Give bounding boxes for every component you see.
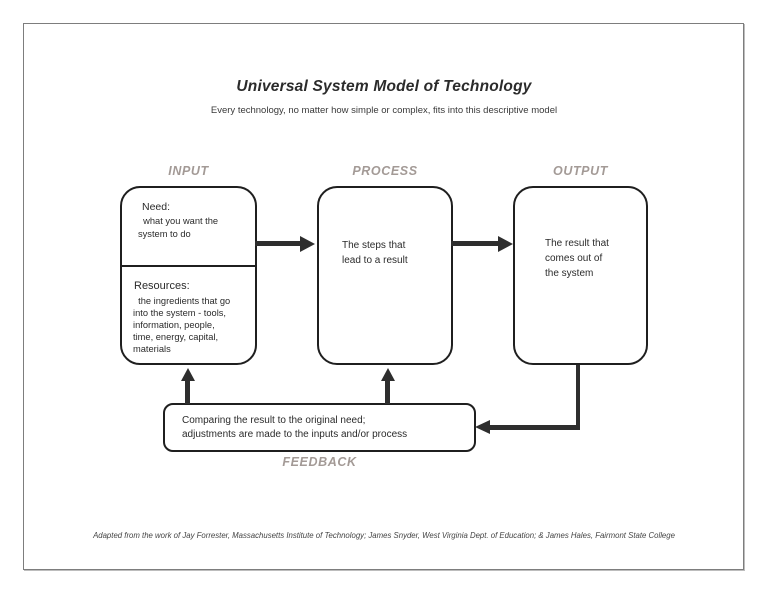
- output-to-feedback-arrowhead-icon: [475, 420, 490, 434]
- diagram-title: Universal System Model of Technology: [236, 78, 532, 95]
- output-box: The result that comes out of the system: [513, 186, 648, 365]
- process-text: The steps that lead to a result: [342, 240, 408, 266]
- input-box-divider: [120, 265, 257, 267]
- process-box: The steps that lead to a result: [317, 186, 453, 365]
- feedback-to-input-arrow-line: [185, 379, 190, 404]
- resources-body: the ingredients that go into the system …: [133, 296, 231, 354]
- need-body: what you want the system to do: [138, 216, 219, 239]
- feedback-to-input-arrowhead-icon: [180, 368, 195, 381]
- input-box: Need: what you want the system to do Res…: [120, 186, 257, 365]
- feedback-to-process-arrow-line: [385, 379, 390, 404]
- output-stage-label: OUTPUT: [553, 164, 608, 178]
- process-to-output-arrow-line: [451, 241, 499, 246]
- feedback-box: Comparing the result to the original nee…: [163, 403, 476, 452]
- output-to-feedback-horizontal-line: [489, 425, 580, 430]
- feedback-stage-label: FEEDBACK: [282, 455, 357, 469]
- feedback-text: Comparing the result to the original nee…: [182, 415, 408, 440]
- output-to-feedback-vertical-line: [575, 365, 580, 429]
- process-stage-label: PROCESS: [352, 164, 418, 178]
- feedback-to-process-arrowhead-icon: [380, 368, 395, 381]
- process-to-output-arrowhead-icon: [498, 235, 513, 252]
- input-to-process-arrowhead-icon: [300, 235, 315, 252]
- input-stage-label: INPUT: [168, 164, 209, 178]
- input-to-process-arrow-line: [255, 241, 301, 246]
- attribution-footer: Adapted from the work of Jay Forrester, …: [93, 531, 675, 540]
- output-text: The result that comes out of the system: [545, 238, 609, 279]
- need-heading: Need:: [142, 201, 171, 213]
- diagram-subtitle: Every technology, no matter how simple o…: [210, 105, 558, 116]
- resources-heading: Resources:: [134, 280, 190, 292]
